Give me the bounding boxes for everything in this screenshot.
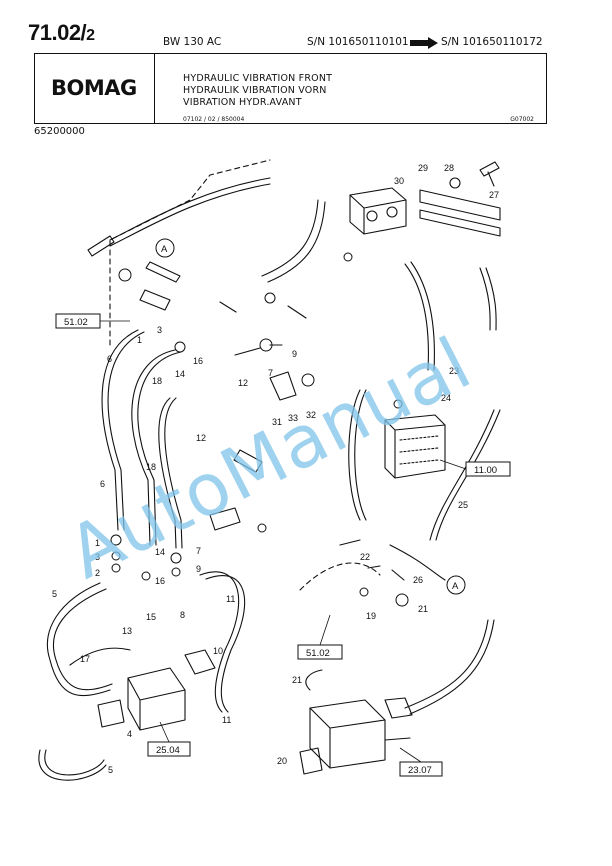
callout-19: 19 [366,611,376,621]
figure-code: G07002 [510,116,534,123]
page-number: 71.02/2 [28,20,95,45]
title-french: VIBRATION HYDR.AVANT [183,97,302,108]
hose-right-1 [404,263,429,371]
pump-fitting-10 [184,649,216,675]
serial-range-arrow-icon [410,37,438,49]
callout-12: 12 [238,378,248,388]
serial-from: S/N 101650110101 [307,36,409,48]
callout-21: 21 [418,604,428,614]
callout-1: 1 [137,335,142,345]
title-block: BOMAG HYDRAULIC VIBRATION FRONT HYDRAULI… [34,53,547,124]
callout-26: 26 [413,575,423,585]
callout-20: 20 [277,756,287,766]
hose-12 [158,397,177,549]
callout-9: 9 [292,349,297,359]
document-code: 07102 / 02 / 850004 [183,116,245,123]
callout-10: 10 [213,646,223,656]
pump-fitting-4 [97,699,125,728]
callout-11: 11 [226,594,235,604]
hose-main-lower [404,619,489,709]
detail-marker-a-top-label: A [161,244,168,255]
callout-18: 18 [152,376,162,386]
ref-51-02-top: 51.02 [64,317,88,328]
page-header: 71.02/2 BW 130 AC S/N 101650110101 S/N 1… [0,0,612,140]
hose-left-loop [348,389,361,521]
ref-11-00: 11.00 [474,465,497,476]
callout-4: 4 [127,729,132,739]
callout-14: 14 [175,369,185,379]
hose-5-upper [46,582,111,697]
callout-16b: 16 [155,576,165,586]
callout-7b: 7 [196,546,201,556]
hose-6 [101,329,139,531]
callout-3: 3 [157,325,162,335]
title-english: HYDRAULIC VIBRATION FRONT [183,73,333,84]
callout-9b: 9 [196,564,201,574]
callout-5: 5 [52,589,57,599]
valve-block [349,187,407,235]
callout-5b: 5 [108,765,113,775]
callout-13: 13 [122,626,132,636]
callout-labels: 1 1 2 3 3 4 5 5 6 6 7 7 8 9 9 10 11 11 1… [52,163,499,775]
hose-11 [199,571,240,713]
callout-7: 7 [268,368,273,378]
callout-8: 8 [180,610,185,620]
hose-25 [429,409,495,541]
callout-1b: 1 [95,538,100,548]
filter-unit [384,414,446,479]
clamp-20 [299,747,323,775]
callout-31: 31 [272,417,282,427]
pump-fitting-right [384,697,413,719]
callout-23: 23 [449,366,459,376]
hose-5-lower [38,749,107,781]
hose-top [109,177,271,241]
serial-to: S/N 101650110172 [441,36,543,48]
gear-pump-left [127,667,186,731]
callout-22: 22 [360,552,370,562]
ref-23-07: 23.07 [408,765,432,776]
model-label: BW 130 AC [163,36,222,48]
callout-12b: 12 [196,433,206,443]
gear-pump-right [309,699,386,769]
callout-29: 29 [418,163,428,173]
section-reference-boxes [55,313,511,777]
callout-11b: 11 [222,715,231,725]
callout-15: 15 [146,612,156,622]
callout-25: 25 [458,500,468,510]
callout-14b: 14 [155,547,165,557]
callout-18b: 18 [146,462,156,472]
ref-25-04: 25.04 [156,745,180,756]
callout-28: 28 [444,163,454,173]
callout-27: 27 [489,190,499,200]
callout-16: 16 [193,356,203,366]
detail-marker-a-bottom-label: A [452,581,459,592]
callout-2: 2 [95,568,100,578]
detail-marker-a-top [155,238,175,258]
part-group-number: 65200000 [34,126,85,137]
brand-logo: BOMAG [51,76,137,100]
callout-32: 32 [306,410,316,420]
hose-right-2 [479,267,491,331]
title-divider [154,54,156,123]
callout-33: 33 [288,413,298,423]
title-german: HYDRAULIK VIBRATION VORN [183,85,327,96]
callout-24: 24 [441,393,451,403]
callout-6: 6 [107,354,112,364]
callout-30: 30 [394,176,404,186]
callout-3b: 3 [95,552,100,562]
frame-outline-lower [299,562,381,591]
frame-outline [109,159,271,346]
callout-6b: 6 [100,479,105,489]
hose-18 [131,349,176,546]
bracket-plate [419,189,501,221]
callout-21b: 21 [292,675,302,685]
callout-17: 17 [80,654,90,664]
ref-51-02-bottom: 51.02 [306,648,330,659]
hose-valve-left [261,199,319,277]
detail-marker-a-bottom [446,575,466,595]
